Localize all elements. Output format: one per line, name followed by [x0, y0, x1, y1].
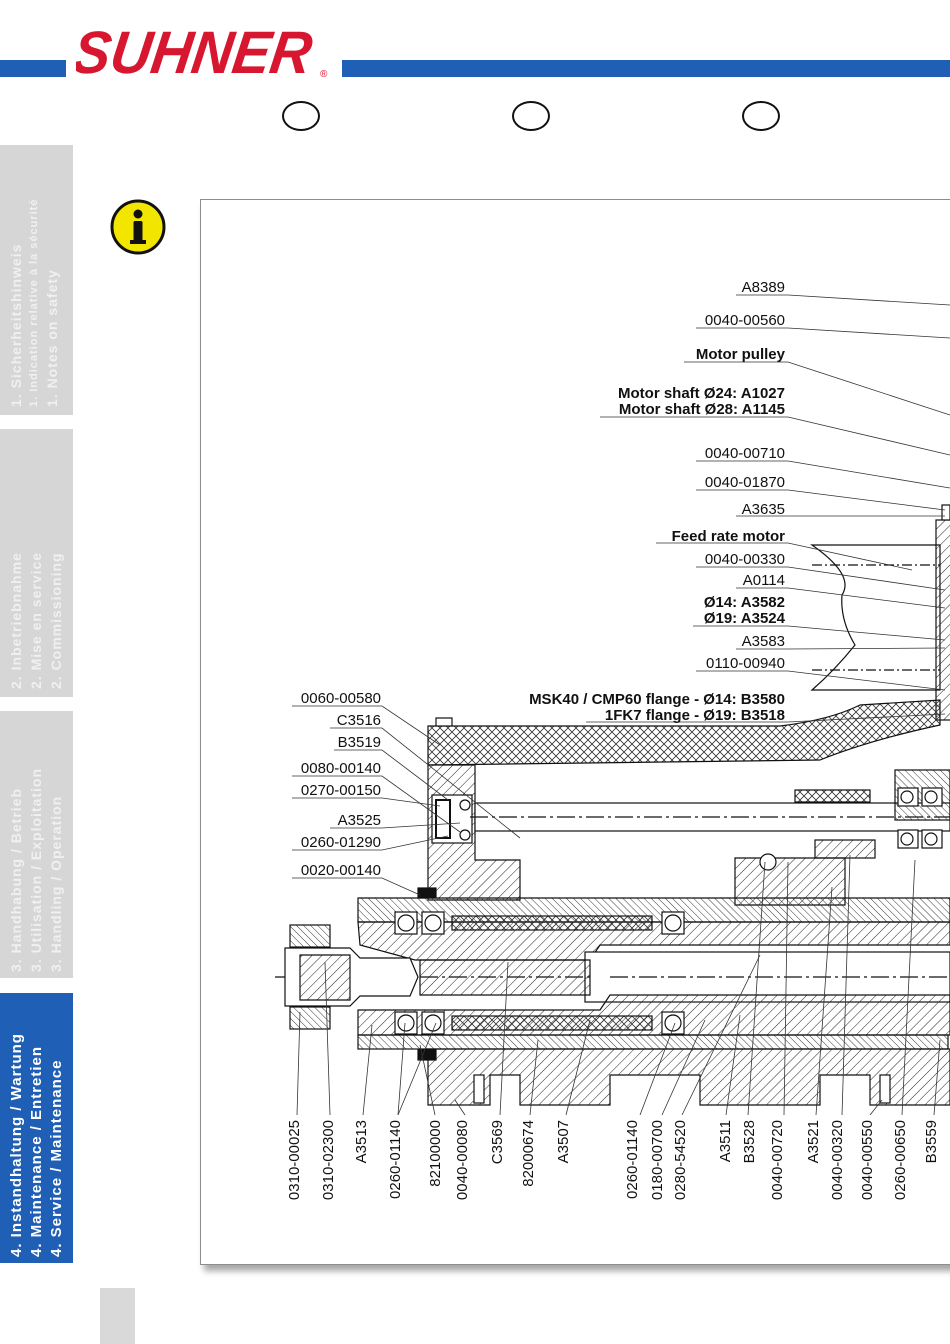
leader-lines [292, 294, 950, 896]
callout-label: Ø19: A3524 [704, 610, 786, 627]
callout-label: Motor shaft Ø24: A1027 [618, 385, 785, 402]
page-marker-box [100, 1288, 135, 1344]
callout-label: B3519 [338, 734, 381, 751]
callout-label: 0040-00080 [454, 1120, 471, 1200]
callout-label: C3569 [489, 1120, 506, 1164]
bottom-leader-lines [296, 854, 941, 1116]
callout-label: 0110-00940 [706, 655, 785, 672]
callout-labels-bottom: 0310-00025 0310-02300 A3513 0260-01140 8… [286, 1120, 940, 1200]
callout-label: 0260-01140 [387, 1120, 404, 1199]
callout-label: A3525 [338, 812, 381, 829]
callout-label: Motor shaft Ø28: A1145 [619, 401, 785, 418]
callout-label: 0260-01140 [624, 1120, 641, 1199]
callout-label: C3516 [337, 712, 381, 729]
callout-label: B3528 [741, 1120, 758, 1163]
callout-label: 0040-00710 [705, 445, 785, 462]
empty-circle-marker [742, 101, 780, 131]
callout-label: 1FK7 flange - Ø19: B3518 [605, 707, 785, 724]
info-icon [110, 199, 166, 255]
svg-text:®: ® [320, 69, 328, 80]
callout-label: 0040-00320 [829, 1120, 846, 1200]
callout-label: 82100000 [427, 1120, 444, 1187]
callout-label: 0310-00025 [286, 1120, 303, 1200]
header-stripe-right [342, 60, 950, 77]
callout-label: Ø14: A3582 [704, 594, 785, 611]
callout-labels-right: A8389 0040-00560 Motor pulley Motor shaf… [529, 279, 786, 724]
callout-label: A3513 [353, 1120, 370, 1163]
callout-label: 0040-00330 [705, 551, 785, 568]
callout-label: 0040-00560 [705, 312, 785, 329]
tab-operation[interactable]: 3. Handhabung / Betrieb 3. Utilisation /… [0, 711, 73, 978]
callout-label: A3521 [805, 1120, 822, 1163]
header-stripe-left [0, 60, 66, 77]
callout-label: 0260-01290 [301, 834, 381, 851]
callout-labels-left: 0060-00580 C3516 B3519 0080-00140 0270-0… [301, 690, 381, 879]
empty-circle-marker [512, 101, 550, 131]
callout-label: 0080-00140 [301, 760, 381, 777]
callout-label: A8389 [742, 279, 785, 296]
callout-label: Motor pulley [696, 346, 786, 363]
callout-label: 82000674 [520, 1120, 537, 1187]
callout-label: 0060-00580 [301, 690, 381, 707]
callout-label: MSK40 / CMP60 flange - Ø14: B3580 [529, 691, 785, 708]
callout-label: 0280-54520 [672, 1120, 689, 1200]
empty-circle-marker [282, 101, 320, 131]
callout-label: 0040-00550 [859, 1120, 876, 1200]
tab-safety[interactable]: 1. Sicherheitshinweis 1. Indication rela… [0, 145, 73, 415]
tab-commissioning[interactable]: 2. Inbetriebnahme 2. Mise en service 2. … [0, 429, 73, 697]
callout-label: 0180-00700 [649, 1120, 666, 1200]
callout-label: B3559 [923, 1120, 940, 1163]
callout-label: 0040-00720 [769, 1120, 786, 1200]
callout-label: A3583 [742, 633, 785, 650]
svg-text:SUHNER: SUHNER [76, 20, 317, 82]
callout-label: Feed rate motor [672, 528, 786, 545]
callout-label: A0114 [743, 572, 785, 589]
callout-label: 0040-01870 [705, 474, 785, 491]
tab-maintenance[interactable]: 4. Instandhaltung / Wartung 4. Maintenan… [0, 993, 73, 1263]
suhner-logo: SUHNER ® [76, 20, 328, 82]
callout-label: A3507 [555, 1120, 572, 1163]
callout-label: A3511 [717, 1120, 734, 1162]
callout-label: A3635 [742, 501, 785, 518]
callout-label: 0310-02300 [320, 1120, 337, 1200]
callout-label: 0260-00650 [892, 1120, 909, 1200]
callout-label: 0020-00140 [301, 862, 381, 879]
callout-label: 0270-00150 [301, 782, 381, 799]
